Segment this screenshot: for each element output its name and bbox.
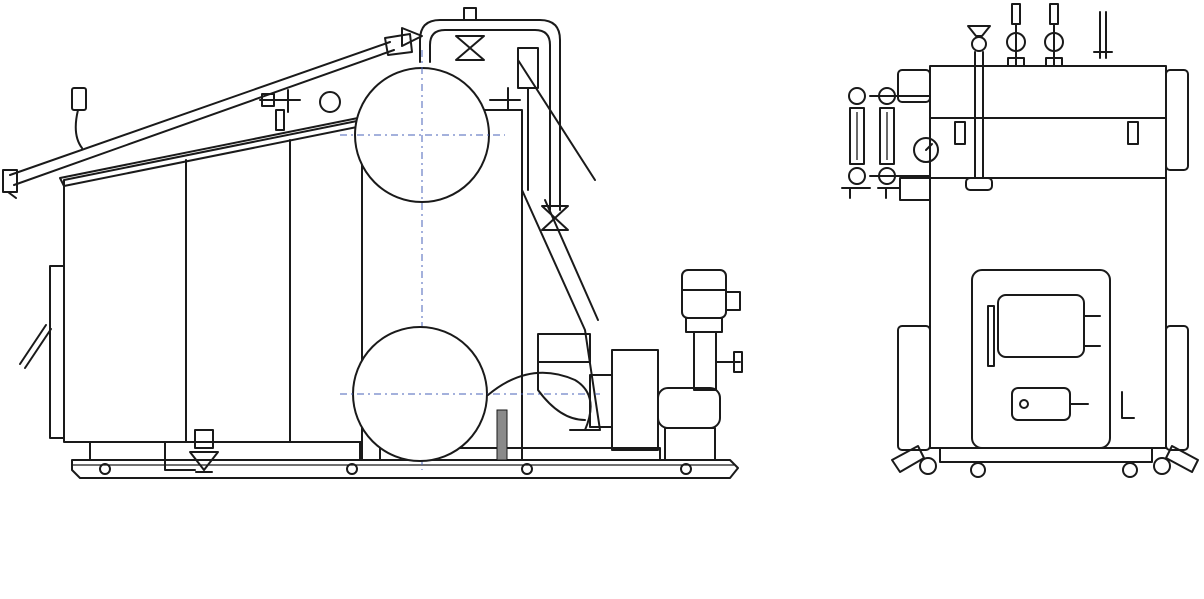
- safety-valves: [1006, 3, 1113, 67]
- feed-pipe: [965, 25, 993, 191]
- water-level-gauges: [841, 87, 931, 201]
- steam-pipe: [419, 7, 596, 231]
- valves: [2, 27, 521, 199]
- front-view: [841, 3, 1199, 478]
- pressure-gauge: [913, 137, 939, 163]
- furnace-door: [971, 269, 1111, 449]
- side-view: [2, 7, 743, 479]
- wheels: [891, 445, 1199, 478]
- inspection-door: [1011, 387, 1135, 421]
- boiler-casing: [19, 117, 363, 443]
- burner-fan: [496, 333, 721, 461]
- front-casing: [897, 65, 1189, 451]
- motor: [681, 269, 743, 391]
- upper-drum: [340, 50, 505, 470]
- lower-drum: [340, 326, 600, 462]
- drain-valve: [164, 429, 219, 473]
